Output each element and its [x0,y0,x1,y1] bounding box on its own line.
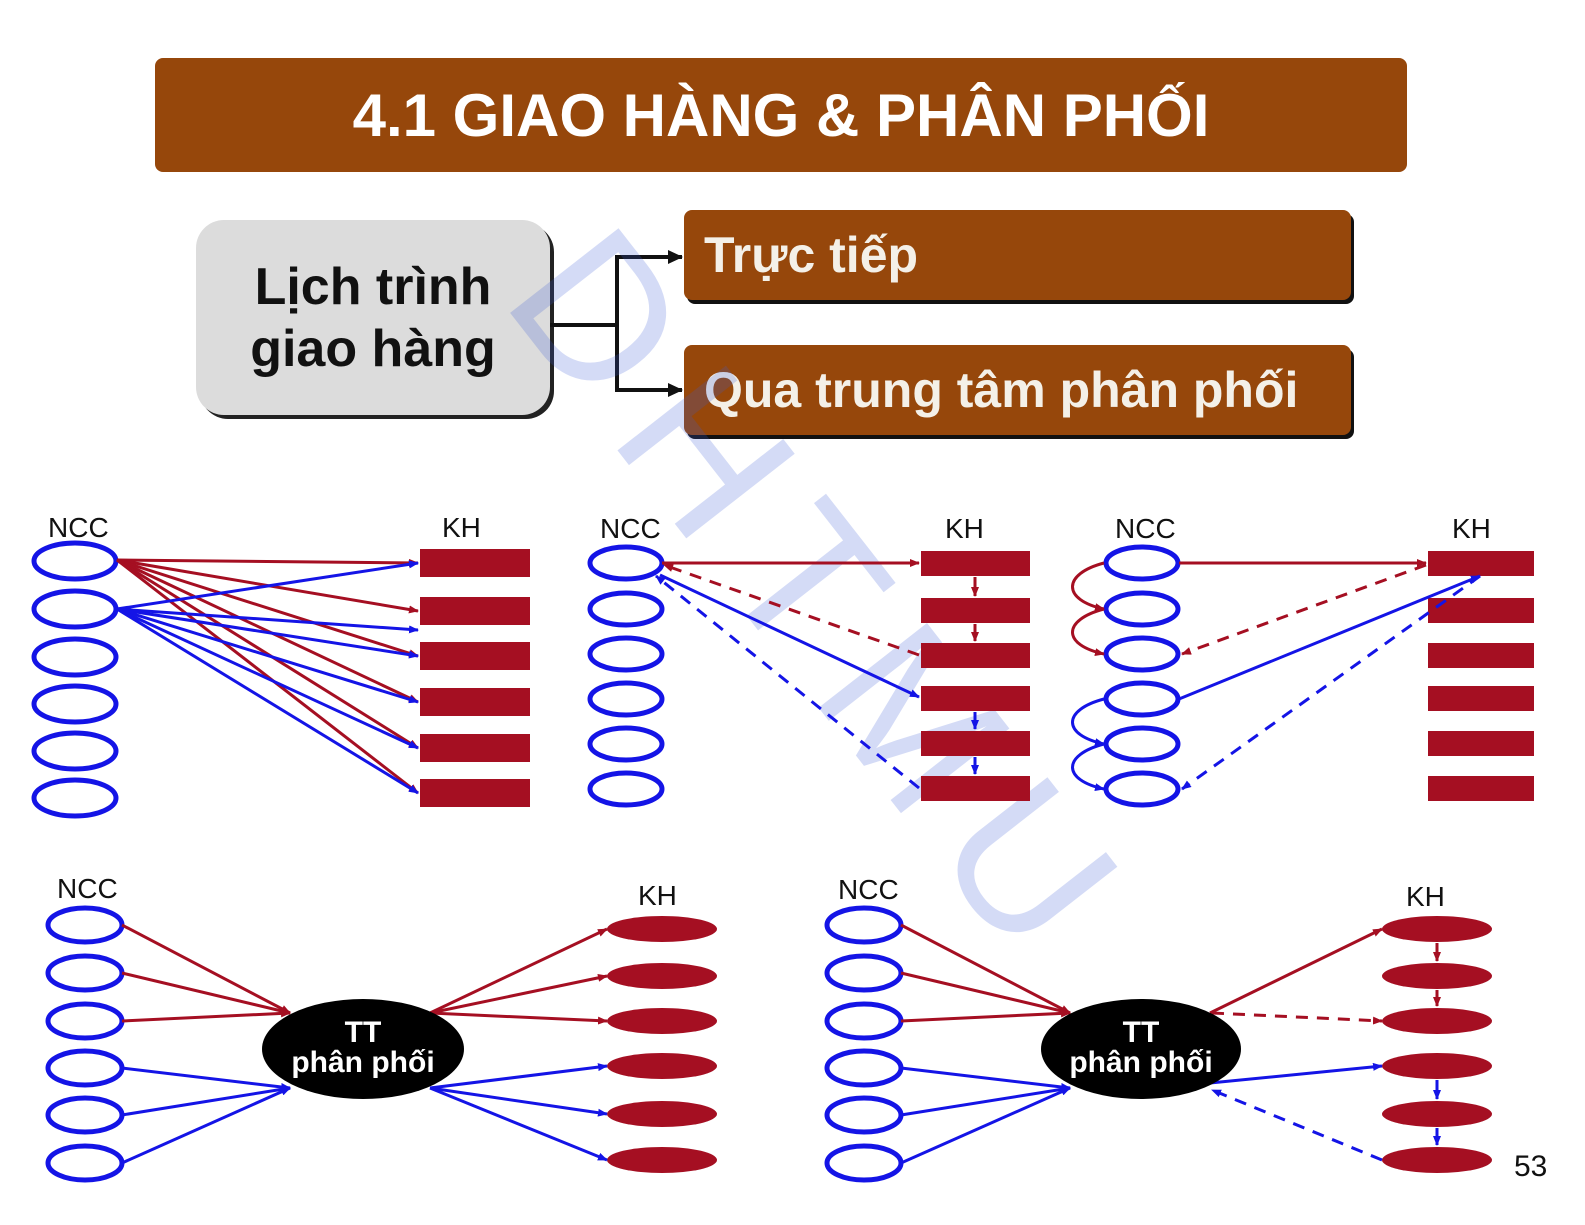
customer-node [921,551,1030,576]
supplier-node [590,638,662,670]
customer-node [1428,776,1534,801]
supplier-node [590,683,662,715]
supplier-node [827,1051,901,1085]
customer-node [1382,1008,1492,1034]
supplier-node [1106,593,1178,625]
customer-node [921,598,1030,623]
supplier-node [34,591,116,627]
customer-node [420,642,530,670]
ncc-label: NCC [48,512,109,543]
ncc-label: NCC [1115,513,1176,544]
panel-direct-3: NCC KH [1073,513,1535,805]
customer-node [1428,643,1534,668]
supplier-node [34,543,116,579]
customer-node [607,1101,717,1127]
supplier-node [48,956,122,990]
supplier-node [48,1146,122,1180]
supplier-node [827,1098,901,1132]
kh-label: KH [638,880,677,911]
customer-node [1382,1053,1492,1079]
customer-node [607,1008,717,1034]
panel-direct-1: NCC KH [34,512,530,816]
supplier-node [827,908,901,942]
supplier-node [1106,683,1178,715]
customer-node [1428,551,1534,576]
supplier-node [48,1098,122,1132]
customer-node [420,779,530,807]
customer-node [1428,731,1534,756]
supplier-node [590,593,662,625]
customer-node [1382,1101,1492,1127]
kh-label: KH [1452,513,1491,544]
dc-label-line1: TT [1123,1016,1160,1049]
kh-label: KH [1406,881,1445,912]
supplier-node [1106,773,1178,805]
customer-node [921,686,1030,711]
customer-node [420,734,530,762]
supplier-node [34,780,116,816]
supplier-node [827,1146,901,1180]
panel-dc-2: NCC KH [827,874,1492,1180]
customer-node [607,1147,717,1173]
customer-node [1382,963,1492,989]
panel-dc-1: NCC KH [48,873,717,1180]
supplier-node [827,956,901,990]
supplier-node [1106,728,1178,760]
supplier-node [1106,638,1178,670]
ncc-label: NCC [57,873,118,904]
customer-node [1382,916,1492,942]
supplier-node [48,908,122,942]
ncc-label: NCC [600,513,661,544]
dc-label-line2: phân phối [291,1046,434,1079]
customer-node [1382,1147,1492,1173]
customer-node [607,916,717,942]
supplier-node [34,639,116,675]
supplier-node [827,1004,901,1038]
customer-node [420,597,530,625]
customer-node [921,776,1030,801]
supplier-node [48,1004,122,1038]
customer-node [607,1053,717,1079]
page-number: 53 [1514,1150,1547,1184]
customer-node [607,963,717,989]
supplier-node [34,686,116,722]
supplier-node [1106,547,1178,579]
customer-node [1428,686,1534,711]
supplier-node [48,1051,122,1085]
customer-node [420,688,530,716]
kh-label: KH [945,513,984,544]
customer-node [420,549,530,577]
kh-label: KH [442,512,481,543]
supplier-node [34,733,116,769]
dc-label-line1: TT [345,1016,382,1049]
customer-node [921,731,1030,756]
dc-label-line2: phân phối [1069,1046,1212,1079]
customer-node [921,643,1030,668]
supplier-node [590,773,662,805]
watermark-text: DHTMU [466,189,1179,1013]
supplier-node [590,728,662,760]
ncc-label: NCC [838,874,899,905]
